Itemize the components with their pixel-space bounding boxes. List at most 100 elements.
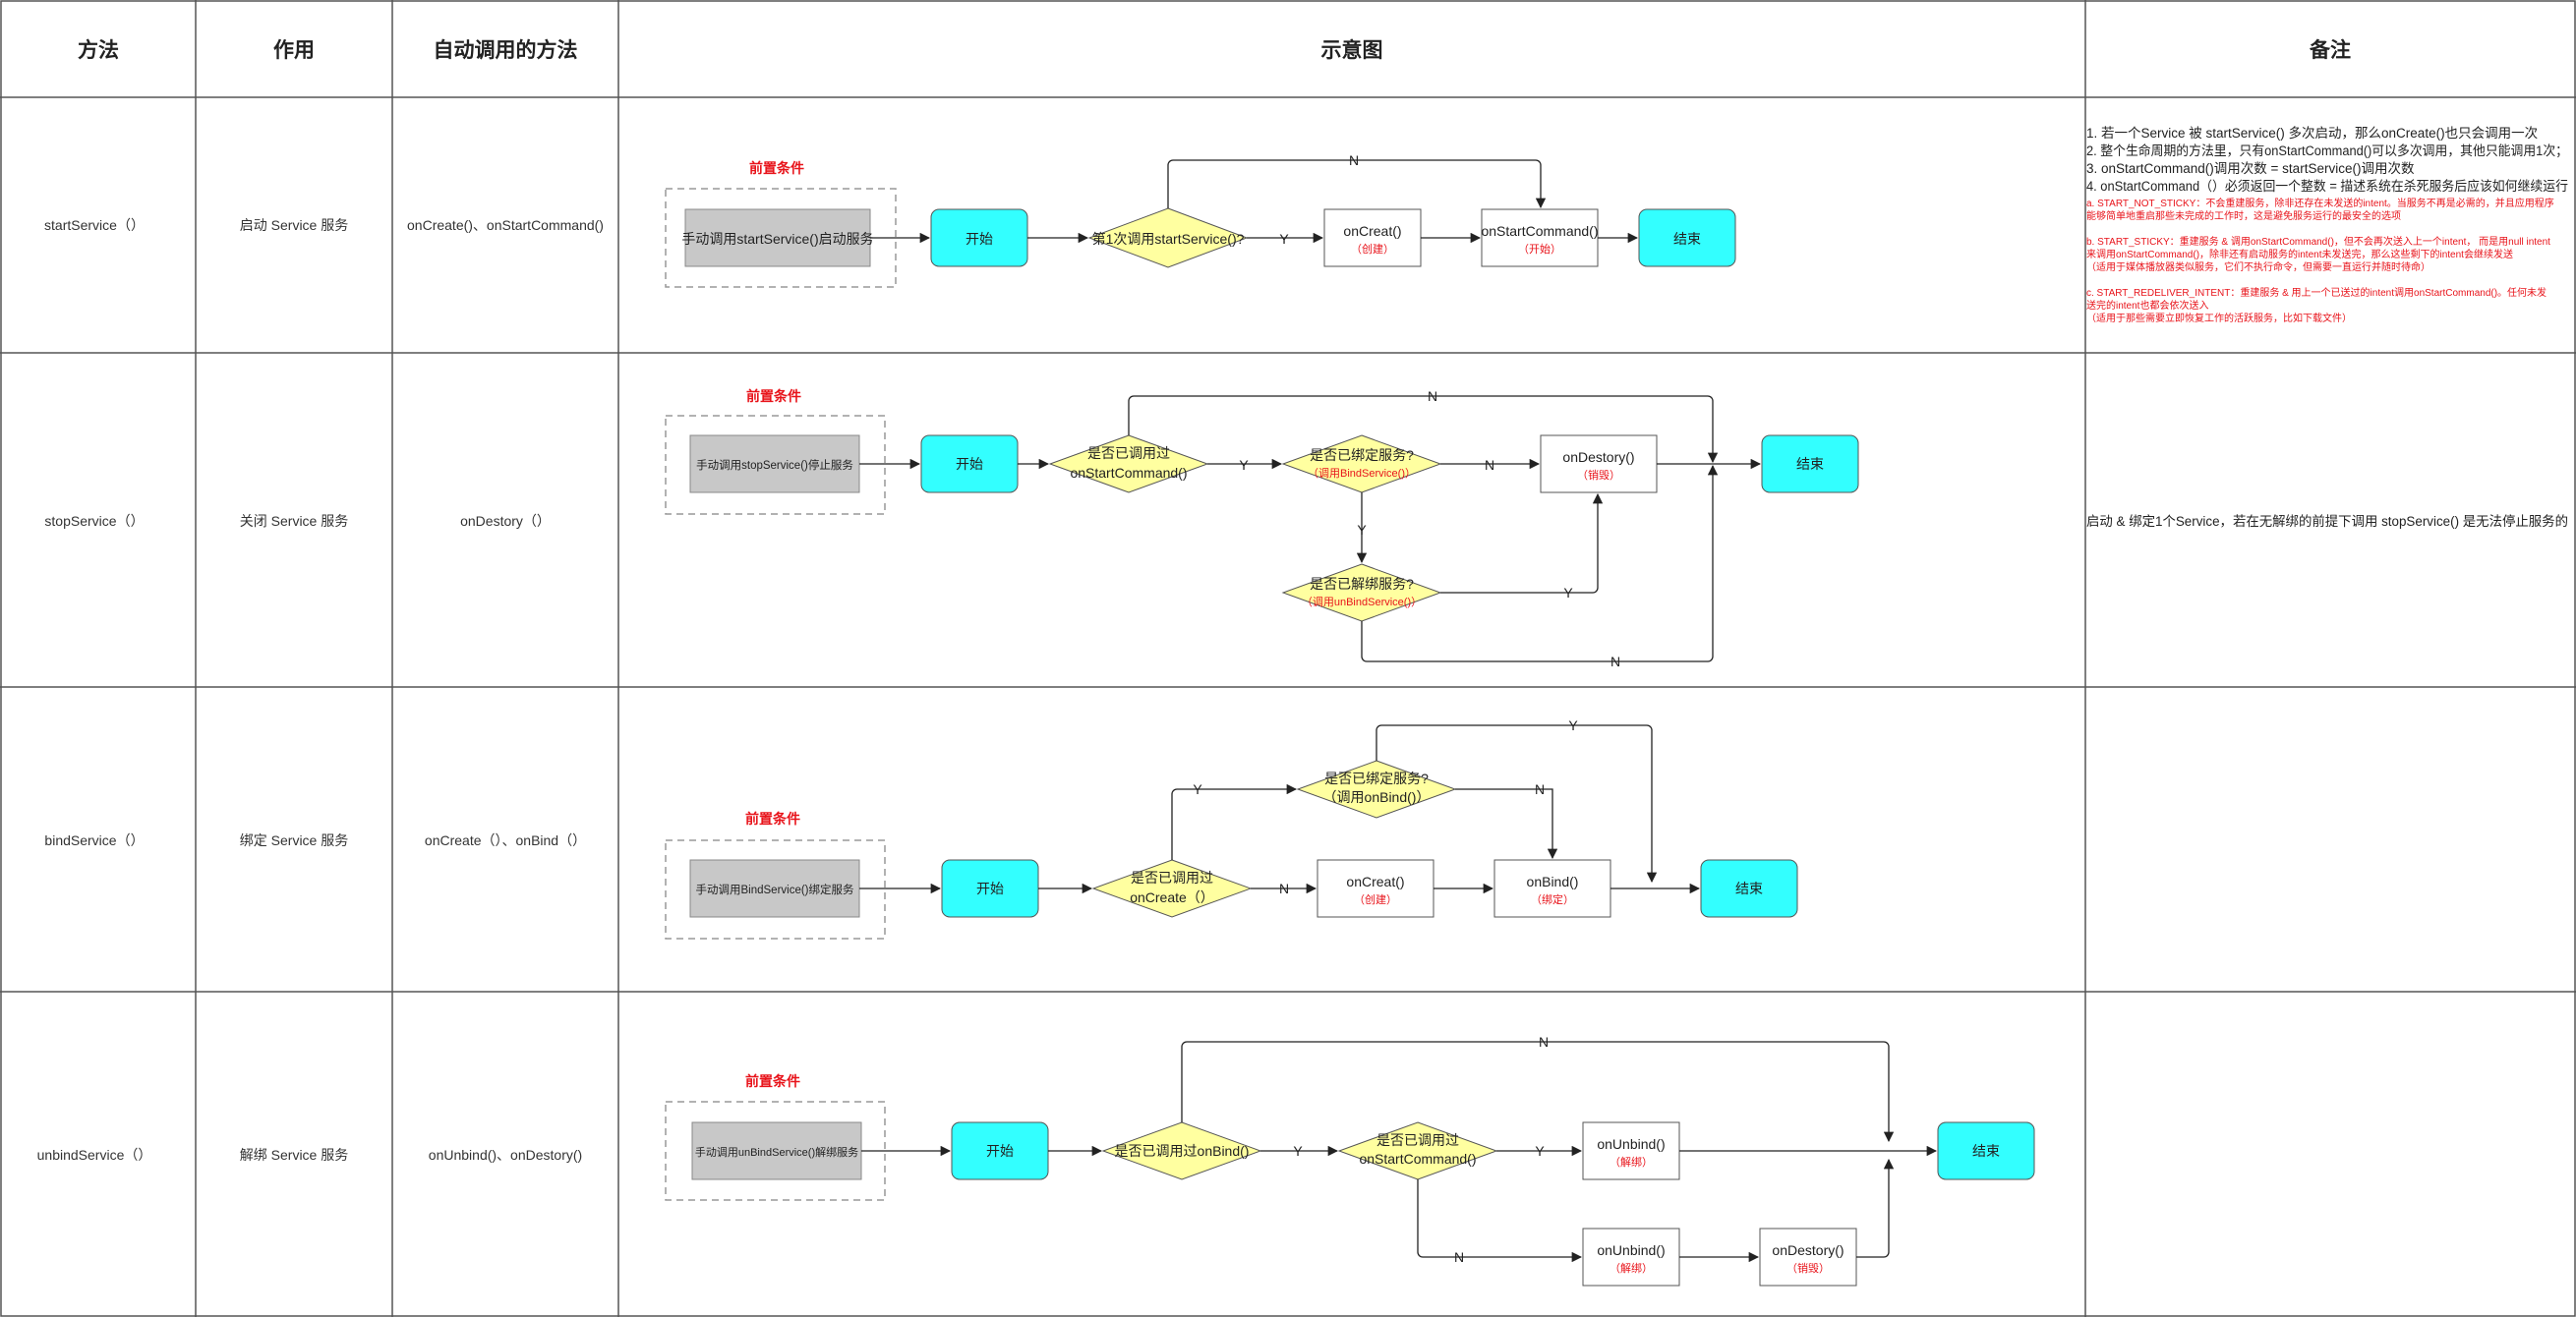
decision-bound-line2: （调用onBind()） <box>1323 789 1431 805</box>
precondition-frame <box>665 1101 886 1201</box>
oncreate-text: onCreat() <box>1346 874 1404 889</box>
row-bind-service: bindService（） 绑定 Service 服务 onCreate（）、o… <box>44 832 586 848</box>
header-notes: 备注 <box>2309 38 2351 62</box>
purpose-cell: 绑定 Service 服务 <box>240 832 348 848</box>
header-method: 方法 <box>78 38 119 62</box>
ondestory-sub: （销毁） <box>1786 1261 1830 1275</box>
start-node-text: 开始 <box>986 1143 1014 1159</box>
no-label-1: N <box>1539 1034 1549 1050</box>
yes-label-1: Y <box>1193 781 1202 797</box>
end-node-text: 结束 <box>1735 881 1763 896</box>
decision-started-line2: onCreate（） <box>1130 889 1214 905</box>
decision-bound <box>1101 1121 1262 1180</box>
manual-call-text: 手动调用startService()启动服务 <box>681 231 873 247</box>
onstartcommand-node <box>1481 208 1599 267</box>
ondestory-text: onDestory() <box>1772 1242 1844 1258</box>
precondition-label: 前置条件 <box>745 811 800 827</box>
notes-stop-service: 启动 & 绑定1个Service，若在无解绑的前提下调用 stopService… <box>2086 513 2568 529</box>
manual-call-text: 手动调用BindService()绑定服务 <box>695 883 854 896</box>
onbind-sub: （绑定） <box>1531 892 1574 906</box>
precondition-label: 前置条件 <box>745 1073 800 1089</box>
end-node <box>1761 434 1859 493</box>
yes-label-1: Y <box>1239 457 1249 473</box>
decision-started-line2: onStartCommand() <box>1070 465 1187 481</box>
decision-started-line1: 是否已调用过 <box>1376 1132 1459 1148</box>
header-purpose: 作用 <box>273 38 315 62</box>
no-label: N <box>1349 152 1359 168</box>
onunbind-sub-2: （解绑） <box>1610 1261 1653 1275</box>
yes-label-2: Y <box>1535 1143 1545 1159</box>
no-label-3: N <box>1610 654 1620 669</box>
oncreate-node <box>1323 208 1422 267</box>
decision-unbound-text: 是否已解绑服务? <box>1310 576 1414 592</box>
onstartcommand-text: onStartCommand() <box>1481 223 1598 239</box>
manual-call-box <box>689 434 860 493</box>
header-auto-methods: 自动调用的方法 <box>434 38 578 62</box>
decision-bound <box>1281 434 1442 493</box>
decision-unbound-sub: （调用unBindService()） <box>1302 596 1422 608</box>
precondition-frame <box>665 839 886 940</box>
note-red-line: 送完的intent也都会依次送入 <box>2086 299 2208 312</box>
precondition-label: 前置条件 <box>749 160 804 176</box>
flow-arrows <box>870 159 1639 244</box>
manual-call-text: 手动调用unBindService()解绑服务 <box>695 1145 858 1159</box>
decision-started <box>1091 859 1253 918</box>
ondestory-node <box>1759 1228 1857 1287</box>
diagram-unbind-service: 前置条件 手动调用unBindService()解绑服务 开始 是否已调用过on… <box>665 1034 2035 1287</box>
method-cell: startService（） <box>44 217 145 233</box>
ondestory-text: onDestory() <box>1562 449 1634 465</box>
note-red-line: b. START_STICKY：重建服务 & 调用onStartCommand(… <box>2086 235 2550 248</box>
ondestory-sub: （销毁） <box>1577 468 1620 482</box>
decision-bound-sub: （调用BindService()） <box>1308 467 1416 480</box>
yes-label-2: Y <box>1357 522 1367 538</box>
start-node-text: 开始 <box>976 881 1004 896</box>
diagram-start-service: 前置条件 手动调用startService()启动服务 开始 第1次调用star… <box>665 152 1736 288</box>
end-node <box>1700 859 1798 918</box>
method-cell: unbindService（） <box>37 1147 152 1163</box>
onstartcommand-sub: （开始） <box>1518 242 1561 256</box>
decision-started-line1: 是否已调用过 <box>1087 445 1170 461</box>
manual-call-box <box>689 859 860 918</box>
decision-bound-text: 是否已绑定服务? <box>1310 447 1414 463</box>
note-red-line: 能够简单地重启那些未完成的工作时，这是避免服务运行的最安全的选项 <box>2086 209 2401 222</box>
decision-bound-line1: 是否已绑定服务? <box>1324 771 1429 786</box>
onbind-text: onBind() <box>1527 874 1579 889</box>
diagram-stop-service: 前置条件 手动调用stopService()停止服务 开始 是否已调用过 onS… <box>665 388 1859 669</box>
manual-call-text: 手动调用stopService()停止服务 <box>696 458 853 472</box>
note-red-line: c. START_REDELIVER_INTENT：重建服务 & 用上一个已送过… <box>2086 286 2547 299</box>
note-red-line: （适用于那些需要立即恢复工作的活跃服务，比如下载文件） <box>2086 312 2352 324</box>
yes-label-3: Y <box>1563 585 1573 601</box>
oncreate-sub: （创建） <box>1354 892 1397 906</box>
decision-started-line2: onStartCommand() <box>1359 1151 1476 1167</box>
yes-label-2: Y <box>1568 717 1578 733</box>
oncreate-node <box>1317 859 1434 918</box>
end-node <box>1638 208 1736 267</box>
decision-text: 第1次调用startService()? <box>1092 231 1245 247</box>
start-node-text: 开始 <box>966 231 993 247</box>
precondition-frame <box>665 188 897 288</box>
decision-started <box>1048 434 1209 493</box>
yes-label-1: Y <box>1293 1143 1303 1159</box>
decision-bound <box>1296 760 1457 819</box>
purpose-cell: 关闭 Service 服务 <box>240 513 348 529</box>
note-line: 3. onStartCommand()调用次数 = startService()… <box>2086 161 2415 176</box>
oncreate-sub: （创建） <box>1351 242 1394 256</box>
no-label-2: N <box>1454 1249 1464 1265</box>
precondition-label: 前置条件 <box>746 388 801 404</box>
note-red-line: 来调用onStartCommand()，除非还有启动服务的intent未发送完，… <box>2086 248 2513 260</box>
header-diagram: 示意图 <box>1321 38 1383 62</box>
diagram-bind-service: 前置条件 手动调用BindService()绑定服务 开始 是否已调用过 onC… <box>665 717 1798 940</box>
oncreate-text: onCreat() <box>1343 223 1401 239</box>
decision-diamond <box>1087 207 1249 268</box>
purpose-cell: 解绑 Service 服务 <box>240 1147 348 1163</box>
no-label-1: N <box>1279 881 1289 896</box>
onbind-node <box>1493 859 1611 918</box>
decision-unbound <box>1281 563 1442 622</box>
auto-methods-cell: onDestory（） <box>460 513 551 529</box>
purpose-cell: 启动 Service 服务 <box>240 217 348 233</box>
auto-methods-cell: onUnbind()、onDestory() <box>429 1147 582 1163</box>
decision-bound-text: 是否已调用过onBind() <box>1115 1143 1250 1159</box>
